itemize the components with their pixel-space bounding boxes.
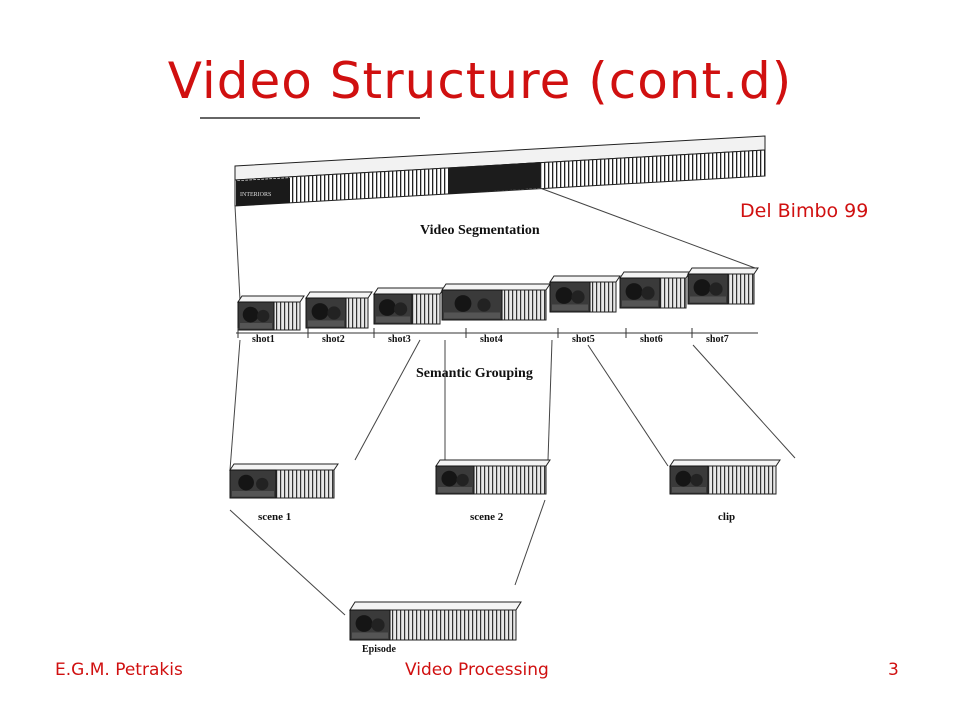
frame-image — [549, 281, 591, 313]
shot-block — [441, 283, 551, 321]
frame-image — [349, 609, 391, 641]
frame-image — [619, 277, 661, 309]
shot-block — [305, 291, 373, 329]
connector-line — [234, 205, 241, 301]
episode-film-block — [349, 601, 522, 641]
footer-page-number: 3 — [888, 660, 899, 680]
title-frame — [236, 178, 290, 206]
connector-line — [539, 187, 756, 269]
shot-label: shot5 — [572, 334, 595, 345]
label-semantic-grouping: Semantic Grouping — [416, 366, 533, 381]
label-episode: Episode — [362, 644, 396, 655]
top-strip-label: INTERIORS — [240, 192, 271, 198]
group-labels: scene 1 scene 2 clip — [258, 511, 735, 523]
group-label: scene 2 — [470, 511, 504, 523]
top-film-strip: INTERIORS — [234, 135, 766, 207]
frame-image — [237, 301, 275, 331]
shot-label: shot2 — [322, 334, 345, 345]
connector-line — [587, 344, 669, 467]
shot-label: shot6 — [640, 334, 663, 345]
episode-block — [349, 601, 522, 641]
groups-row — [229, 459, 781, 499]
shot-label: shot3 — [388, 334, 411, 345]
connector-line — [547, 339, 553, 461]
connector-line — [229, 339, 241, 471]
shot-label: shot7 — [706, 334, 729, 345]
connector-line — [514, 499, 546, 586]
group-label: scene 1 — [258, 511, 291, 523]
footer-author: E.G.M. Petrakis — [55, 660, 183, 680]
label-video-segmentation: Video Segmentation — [420, 223, 540, 238]
group-block-clip — [669, 459, 781, 495]
group-label: clip — [718, 511, 735, 523]
group-block-scene-2 — [435, 459, 551, 495]
slide-title: Video Structure (cont.d) — [167, 52, 793, 110]
shot-labels: shot1 shot2 shot3 shot4 shot5 shot6 shot7 — [237, 328, 729, 345]
shot-block — [619, 271, 691, 309]
footer-course: Video Processing — [405, 660, 549, 680]
shot-block — [237, 295, 305, 331]
frame-image — [229, 469, 277, 499]
frame-image — [305, 297, 347, 329]
shot-block — [549, 275, 621, 313]
frame-image — [441, 289, 503, 321]
frame-image — [687, 273, 729, 305]
frame-image — [373, 293, 413, 325]
shot-label: shot1 — [252, 334, 275, 345]
citation-text: Del Bimbo 99 — [740, 200, 869, 222]
shot-block — [373, 287, 445, 325]
connector-line — [229, 509, 346, 616]
frame-image — [435, 465, 475, 495]
connector-line — [354, 339, 421, 461]
shot-block — [687, 267, 759, 305]
frame-image — [669, 465, 709, 495]
dark-segment — [448, 162, 540, 194]
connector-line — [692, 344, 796, 459]
shot-label: shot4 — [480, 334, 503, 345]
group-block-scene-1 — [229, 463, 339, 499]
shots-row — [237, 267, 759, 331]
